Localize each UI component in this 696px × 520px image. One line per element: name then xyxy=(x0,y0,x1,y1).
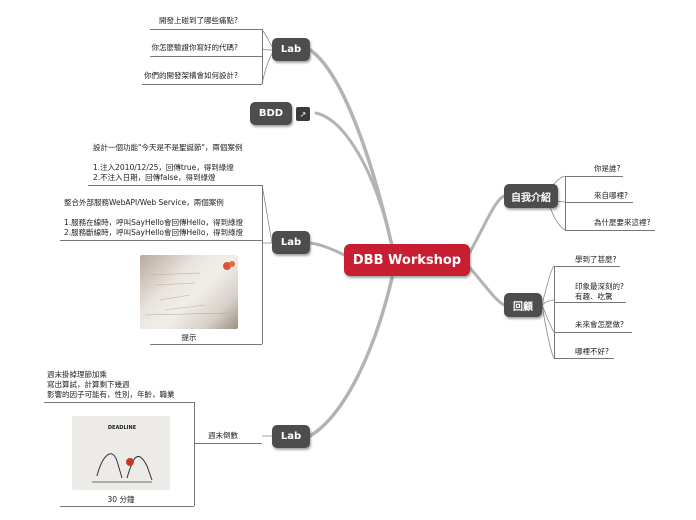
lab-top-item-2: 你們的開發架構會如何設計? xyxy=(144,71,238,80)
review-item-1: 印象最深刻的? 有趣、吃驚 xyxy=(575,282,624,301)
lab-bottom-branch: 週末倒數 xyxy=(208,431,238,440)
whiteboard-caption: 提示 xyxy=(181,333,197,342)
connector-bdd xyxy=(314,111,394,248)
lab-top-label: Lab xyxy=(280,44,302,55)
intro-item-1: 來自哪裡? xyxy=(594,191,628,200)
root-node[interactable]: DBB Workshop xyxy=(344,244,470,276)
connector-lab-top xyxy=(308,48,394,248)
share-icon[interactable]: ↗ xyxy=(296,107,310,121)
lab-top-item-1: 你怎麼驗證你寫好的代碼? xyxy=(151,43,238,52)
deadline-caption: 30 分鐘 xyxy=(107,495,135,504)
lab-bottom-label: Lab xyxy=(280,431,302,442)
lab-bottom-node[interactable]: Lab xyxy=(272,425,310,448)
intro-item-2: 為什麼要來這裡? xyxy=(594,218,651,227)
connector-lab-mid xyxy=(308,241,348,258)
lab-bottom-block: 週末掛掉理節加乘 寫出算試，計算剩下幾週 影響的因子可能有，性別，年齡，職業 xyxy=(47,370,175,399)
intro-label: 自我介紹 xyxy=(511,192,551,204)
bdd-label: BDD xyxy=(258,108,284,119)
review-item-0: 學到了甚麼? xyxy=(575,255,617,264)
lab-top-node[interactable]: Lab xyxy=(272,38,310,61)
whiteboard-photo xyxy=(140,255,238,329)
lab-mid-block2: 整合外部服務WebAPI/Web Service，兩個案例 1.服務在線時，呼叫… xyxy=(64,198,243,237)
deadline-photo: DEADLINE xyxy=(72,416,170,490)
review-item-2: 未來會怎麼做? xyxy=(575,320,624,329)
lab-top-item-0: 開發上碰到了哪些痛點? xyxy=(159,16,238,25)
bdd-node[interactable]: BDD xyxy=(250,102,292,125)
connector-review xyxy=(468,266,506,307)
lab-mid-block1: 設計一個功能"今天是不是聖誕節"，兩個案例 1.注入2010/12/25，回傳t… xyxy=(93,143,243,182)
intro-item-0: 你是誰? xyxy=(594,164,621,173)
root-label: DBB Workshop xyxy=(352,252,462,268)
intro-node[interactable]: 自我介紹 xyxy=(504,184,558,208)
connector-intro xyxy=(468,194,506,254)
review-label: 回顧 xyxy=(513,301,533,313)
lab-mid-node[interactable]: Lab xyxy=(272,231,310,254)
connector-lab-bottom xyxy=(308,276,394,438)
review-item-3: 哪裡不好? xyxy=(575,347,609,356)
deadline-photo-text: DEADLINE xyxy=(108,425,137,431)
review-node[interactable]: 回顧 xyxy=(504,293,542,317)
lab-mid-label: Lab xyxy=(280,237,302,248)
